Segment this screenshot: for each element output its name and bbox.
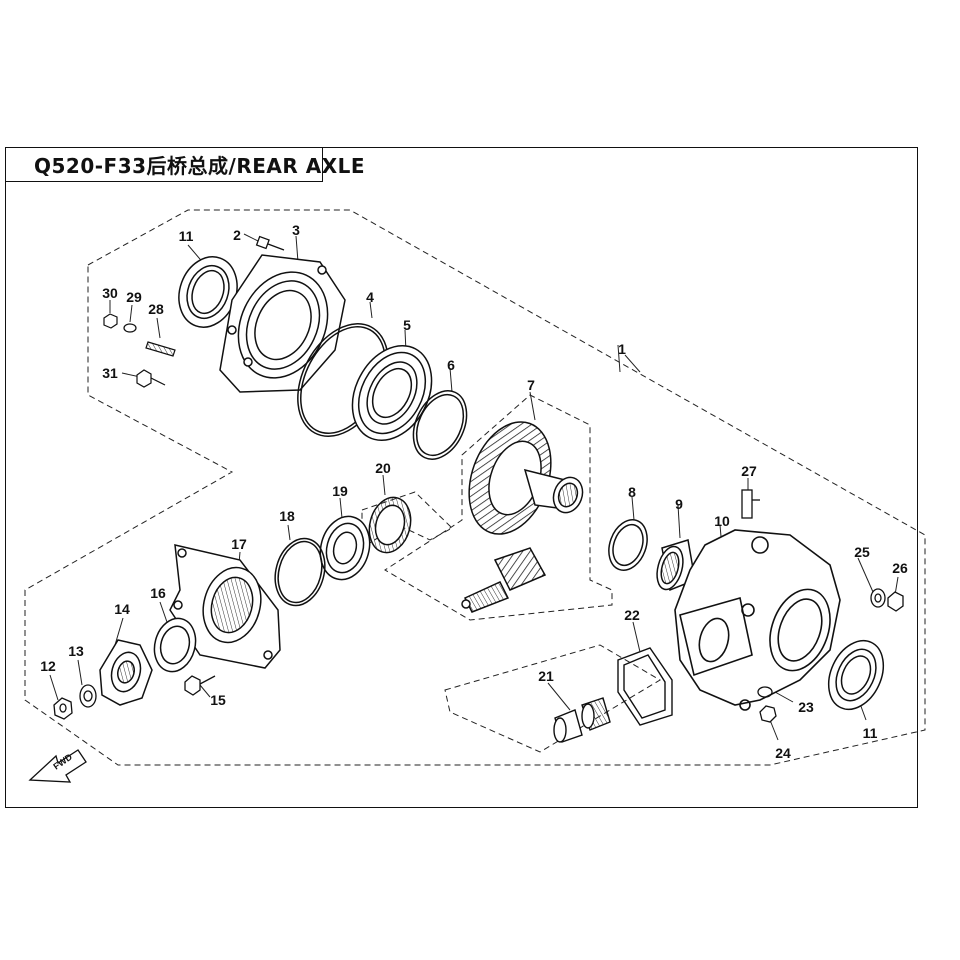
part-nut-12 [53,697,73,720]
callout-15: 15 [210,692,226,708]
part-shim-6 [412,390,468,460]
callout-11-right: 11 [863,725,878,741]
callout-7: 7 [527,377,535,393]
callout-19: 19 [332,483,348,499]
callout-31: 31 [102,365,118,381]
needle-bearing-subgroup-boundary [444,644,661,753]
part-pinion-gear-7 [461,547,547,613]
part-axle-housing-10 [674,529,841,711]
callout-9: 9 [675,496,683,512]
callout-20: 20 [375,460,391,476]
part-needle-bearings-21 [553,697,611,743]
callout-23: 23 [798,699,814,715]
callout-14: 14 [114,601,130,617]
part-o-ring-18 [274,537,326,607]
part-breather-27 [741,489,760,519]
callout-2: 2 [233,227,241,243]
part-bearing-19 [319,515,371,581]
callout-16: 16 [150,585,166,601]
part-plug-24 [759,705,777,723]
part-oil-seal-top [178,256,238,328]
outer-assembly-boundary [24,209,926,766]
callout-27: 27 [741,463,757,479]
callout-10: 10 [714,513,730,529]
part-callouts: 1 2 3 4 5 6 7 8 9 10 11 11 12 13 14 15 1… [40,222,908,761]
callout-21: 21 [538,668,554,684]
part-oil-seal-16 [153,617,197,673]
diagram-title: Q520-F33后桥总成/REAR AXLE [34,154,366,178]
part-drain-plug-26 [887,591,904,612]
part-washer-25 [870,588,886,608]
callout-26: 26 [892,560,908,576]
part-gasket-22 [617,647,673,726]
callout-25: 25 [854,544,870,560]
part-bearing-cover [219,254,346,393]
callout-5: 5 [403,317,411,333]
part-ring-gear-7 [468,421,584,535]
callout-12: 12 [40,658,56,674]
part-nut-30 [103,313,118,329]
callout-18: 18 [279,508,295,524]
part-bolt-2 [255,235,285,251]
title-box: Q520-F33后桥总成/REAR AXLE [5,147,365,182]
callout-29: 29 [126,289,142,305]
callout-11-top: 11 [179,228,194,244]
forward-direction-arrow: FWD [28,749,87,783]
part-output-flange-14 [99,639,153,706]
callout-30: 30 [102,285,118,301]
callout-1: 1 [618,341,626,357]
diagram-frame [5,147,918,808]
part-oil-seal-right [827,639,885,711]
part-gasket-8 [608,519,648,571]
callout-28: 28 [148,301,164,317]
callout-6: 6 [447,357,455,373]
callout-4: 4 [366,289,374,305]
callout-3: 3 [292,222,300,238]
part-washer-13 [79,684,97,708]
part-bolt-31 [136,369,166,388]
part-bolt-15 [184,675,216,696]
part-bearing-sleeve-20 [368,496,412,554]
part-flange-housing-17 [169,544,281,669]
callout-17: 17 [231,536,247,552]
callout-8: 8 [628,484,636,500]
gear-subgroup-boundary [384,394,613,621]
callout-24: 24 [775,745,791,761]
part-ball-bearing-5 [351,344,433,442]
part-washer-29 [123,323,137,333]
callout-13: 13 [68,643,84,659]
part-washer-23 [757,686,773,698]
callout-22: 22 [624,607,640,623]
part-stud-28 [145,341,176,357]
